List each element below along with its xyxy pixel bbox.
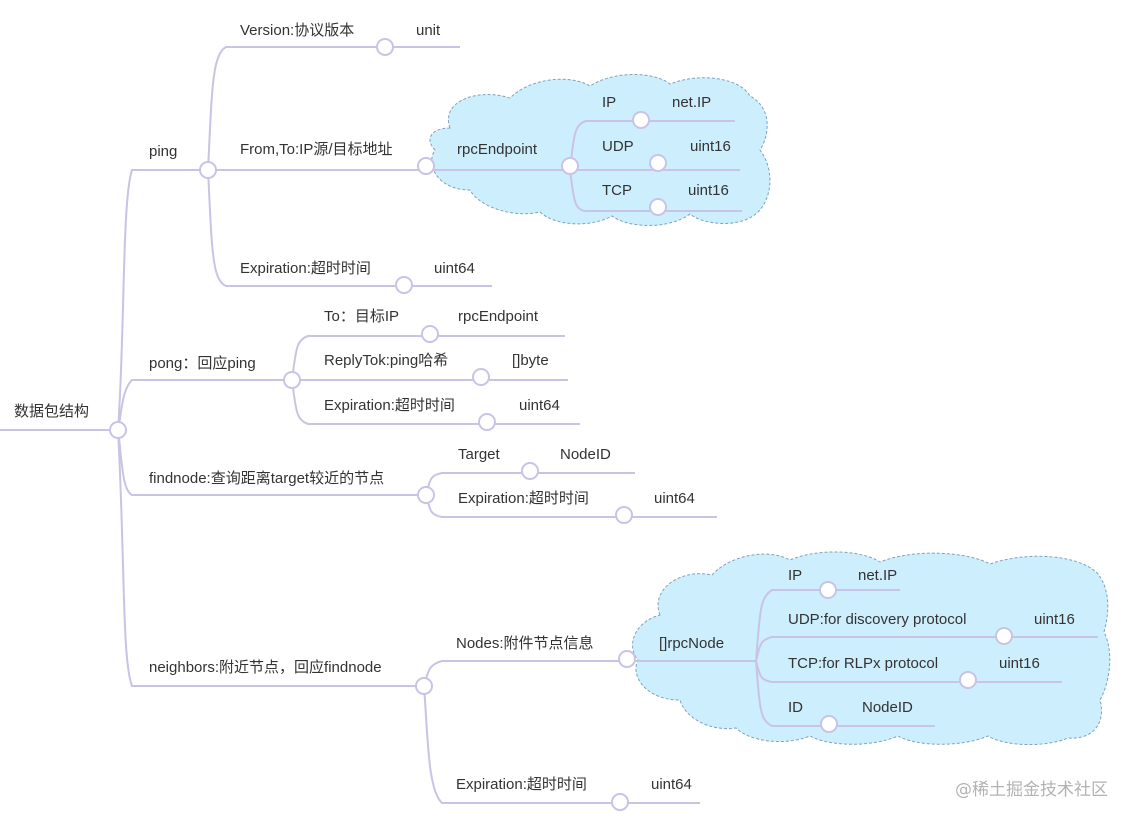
node-rpcnode-id [820,715,838,733]
ping-version-type: unit [416,22,441,39]
pong-to-label: To：目标IP [324,308,400,325]
line-rpc-tcp [569,169,742,212]
neighbors-expiration-label: Expiration:超时时间 [456,776,587,793]
pong-expiration-type: uint64 [519,397,560,414]
findnode-expiration-label: Expiration:超时时间 [458,490,589,507]
rpc-node-cloud [632,551,1111,745]
rpcnode-id-type: NodeID [862,699,913,716]
line-neighbors-expiration [423,685,700,804]
rpc-udp-name: UDP [602,138,634,155]
rpc-ip-type: net.IP [672,94,712,111]
rpc-tcp-type: uint16 [688,182,729,199]
node-rpcnode-udp [995,627,1013,645]
node-pong-to [421,325,439,343]
line-node-ip [755,589,900,662]
neighbors-expiration-type: uint64 [651,776,692,793]
line-root-neighbors [117,429,424,687]
rpcnode-ip-type: net.IP [858,567,898,584]
findnode-target-type: NodeID [560,446,611,463]
findnode-target-label: Target [458,446,500,463]
rpcnode-ip-name: IP [788,567,803,584]
neighbors-label: neighbors:附近节点，回应findnode [149,659,382,676]
ping-expiration-type: uint64 [434,260,475,277]
line-node-id [755,660,935,727]
pong-label: pong：回应ping [149,355,256,372]
rpcnode-tcp-type: uint16 [999,655,1040,672]
node-rpcnode-ip [819,581,837,599]
line-ping-expiration [207,169,492,287]
node-pong [283,371,301,389]
ping-label: ping [149,143,178,160]
ping-version-label: Version:协议版本 [240,22,355,39]
node-root [109,421,127,439]
line-node-udp [755,636,1098,662]
node-version [376,38,394,56]
node-rpc-ip [632,111,650,129]
node-rpc-tcp [649,198,667,216]
pong-expiration-label: Expiration:超时时间 [324,397,455,414]
node-findnode-expiration [615,506,633,524]
pong-replytok-label: ReplyTok:ping哈希 [324,352,449,369]
rpc-endpoint-cloud [429,74,771,226]
line-ping-version [207,46,460,171]
node-ping-expiration [395,276,413,294]
rpc-tcp-name: TCP [602,182,632,199]
branch-lines [0,46,1098,804]
node-target [521,462,539,480]
pong-to-type: rpcEndpoint [458,308,539,325]
root-label: 数据包结构 [14,403,90,420]
node-rpc-udp [649,154,667,172]
node-neighbors-expiration [611,793,629,811]
node-neighbors [415,677,433,695]
node-rpcnode-tcp [959,671,977,689]
node-ping [199,161,217,179]
findnode-label: findnode:查询距离target较近的节点 [149,470,385,487]
node-fromto [417,157,435,175]
node-pong-replytok [472,368,490,386]
neighbors-nodes-type: []rpcNode [659,635,725,652]
pong-replytok-type: []byte [512,352,549,369]
rpc-udp-type: uint16 [690,138,731,155]
ping-fromto-type: rpcEndpoint [457,141,538,158]
neighbors-nodes-label: Nodes:附件节点信息 [456,635,594,652]
rpcnode-udp-type: uint16 [1034,611,1075,628]
rpcnode-id-name: ID [788,699,803,716]
findnode-expiration-type: uint64 [654,490,695,507]
line-root-pong [117,379,292,431]
ping-expiration-label: Expiration:超时时间 [240,260,371,277]
node-findnode [417,486,435,504]
node-pong-expiration [478,413,496,431]
rpcnode-tcp-name: TCP:for RLPx protocol [788,655,939,672]
ping-fromto-label: From,To:IP源/目标地址 [240,141,393,158]
rpcnode-udp-name: UDP:for discovery protocol [788,611,967,628]
watermark: @稀土掘金技术社区 [955,780,1108,800]
rpc-ip-name: IP [602,94,617,111]
node-nodes [618,650,636,668]
node-markers [109,38,1013,811]
node-rpc [561,157,579,175]
line-root-ping [117,169,208,431]
